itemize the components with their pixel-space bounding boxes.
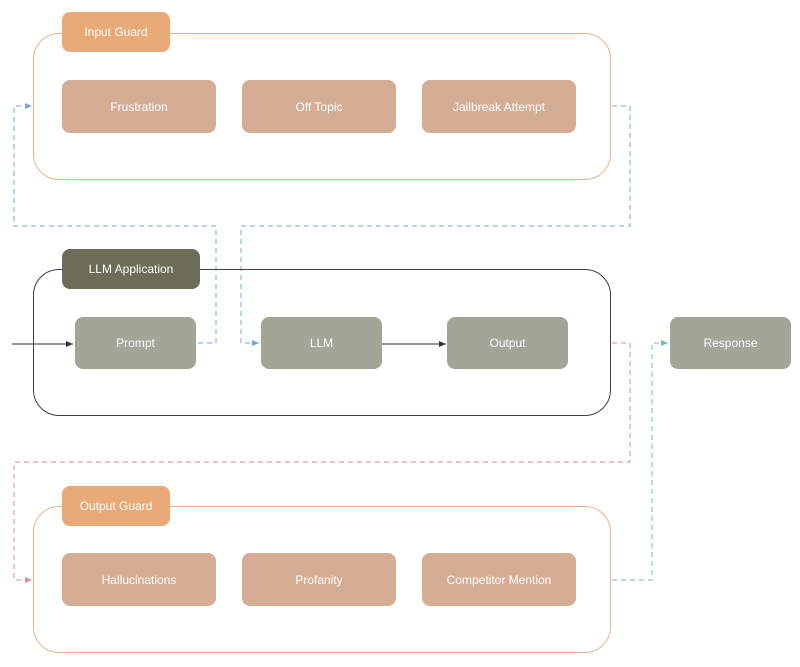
output-guard-to-response-connector <box>612 340 668 581</box>
output-guard-title: Output Guard <box>62 486 170 526</box>
check-jailbreak-attempt: Jailbreak Attempt <box>422 80 576 133</box>
node-response: Response <box>670 317 791 369</box>
node-output: Output <box>447 317 568 369</box>
node-llm: LLM <box>261 317 382 369</box>
check-off-topic: Off Topic <box>242 80 396 133</box>
input-guard-container <box>33 33 611 180</box>
check-profanity: Profanity <box>242 553 396 606</box>
llm-application-container <box>33 269 611 416</box>
check-hallucinations: Hallucinations <box>62 553 216 606</box>
check-frustration: Frustration <box>62 80 216 133</box>
check-competitor-mention: Competitor Mention <box>422 553 576 606</box>
llm-application-title: LLM Application <box>62 249 200 289</box>
node-prompt: Prompt <box>75 317 196 369</box>
output-guard-container <box>33 506 611 653</box>
input-guard-title: Input Guard <box>62 12 170 52</box>
